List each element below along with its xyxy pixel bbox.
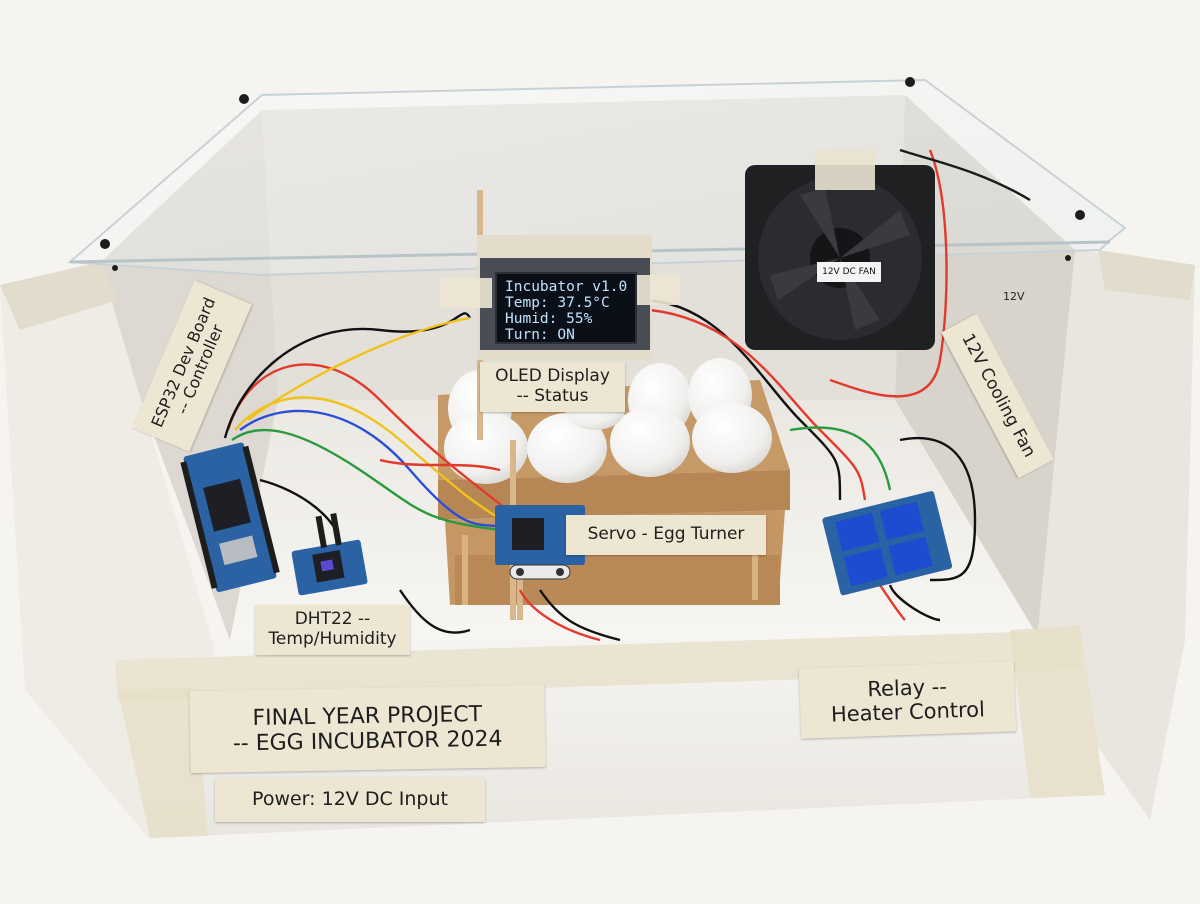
- label-relay: Relay -- Heater Control: [798, 661, 1017, 739]
- label-relay-line2: Heater Control: [830, 697, 986, 727]
- label-project: FINAL YEAR PROJECT -- EGG INCUBATOR 2024: [189, 684, 546, 774]
- dht22-module: [291, 513, 368, 596]
- label-project-line2: -- EGG INCUBATOR 2024: [232, 726, 503, 757]
- label-dht22: DHT22 -- Temp/Humidity: [255, 605, 410, 655]
- label-dht22-line2: Temp/Humidity: [268, 629, 397, 649]
- label-servo: Servo - Egg Turner: [566, 515, 766, 555]
- label-servo-text: Servo - Egg Turner: [587, 524, 745, 545]
- wires: [223, 148, 1031, 642]
- eggs: [444, 358, 772, 484]
- servo-module: [495, 505, 585, 580]
- lid-screws: [100, 77, 1085, 271]
- label-oled-line2: -- Status: [516, 386, 589, 406]
- relay-module: [822, 491, 953, 596]
- label-power-text: Power: 12V DC Input: [252, 788, 448, 811]
- label-relay-line1: Relay --: [866, 674, 948, 702]
- oled-line-1: Incubator v1.0: [505, 279, 628, 295]
- cooling-fan: [745, 150, 935, 350]
- oled-line-2: Temp: 37.5°C: [505, 295, 610, 311]
- oled-line-4: Turn: ON: [505, 327, 575, 343]
- label-power: Power: 12V DC Input: [215, 778, 485, 822]
- fan-sticker: 12V DC FAN: [817, 262, 881, 282]
- label-dht22-line1: DHT22 --: [294, 609, 371, 630]
- esp32-board: [180, 442, 280, 593]
- oled-line-3: Humid: 55%: [505, 311, 593, 327]
- label-oled-line1: OLED Display: [495, 366, 610, 387]
- label-oled: OLED Display -- Status: [480, 362, 625, 412]
- oled-screen: Incubator v1.0 Temp: 37.5°C Humid: 55% T…: [495, 272, 637, 344]
- fan-wire-label: 12V: [1003, 290, 1025, 303]
